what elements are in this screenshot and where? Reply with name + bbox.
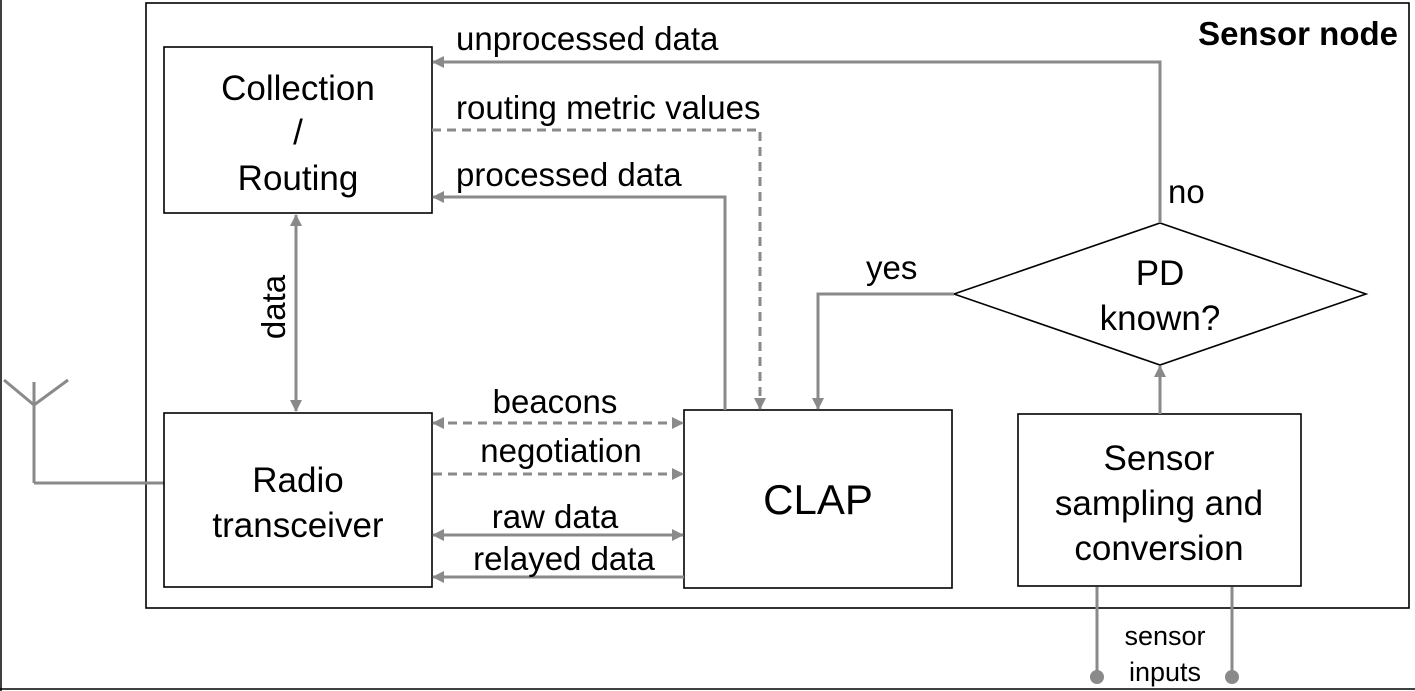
data-label: data	[255, 274, 292, 339]
unprocessed-data-label: unprocessed data	[456, 20, 719, 57]
negotiation-label: negotiation	[480, 432, 641, 469]
yes-arrow	[812, 292, 954, 410]
relayed-data-label: relayed data	[473, 540, 655, 577]
routing-metric-values-arrow	[432, 128, 766, 410]
container-title: Sensor node	[1198, 15, 1398, 52]
processed-data-label: processed data	[456, 156, 682, 193]
sensor-sampling-line-1: Sensor	[1104, 439, 1215, 478]
radio-transceiver-box: Radio transceiver	[163, 412, 433, 588]
radio-transceiver-line-2: transceiver	[212, 506, 384, 545]
radio-transceiver-line-1: Radio	[252, 461, 343, 500]
yes-label: yes	[866, 249, 917, 286]
pd-known-decision: PD known?	[951, 222, 1369, 366]
sensor-sampling-line-3: conversion	[1074, 529, 1243, 568]
sensor-inputs-line-1: sensor	[1124, 621, 1205, 651]
sensor-sampling-line-2: sampling and	[1055, 484, 1263, 523]
collection-routing-line-2: /	[293, 113, 303, 152]
routing-metric-values-label: routing metric values	[456, 89, 760, 126]
sensor-inputs-line-2: inputs	[1129, 657, 1201, 687]
raw-data-label: raw data	[492, 498, 619, 535]
collection-routing-line-3: Routing	[238, 159, 359, 198]
processed-data-arrow	[432, 191, 727, 410]
pd-known-line-1: PD	[1136, 254, 1185, 293]
antenna-icon	[3, 378, 164, 485]
clap-label: CLAP	[763, 476, 873, 523]
sensor-input-terminal	[1225, 670, 1239, 684]
sensor-sampling-box: Sensor sampling and conversion	[1017, 413, 1302, 587]
collection-routing-box: Collection / Routing	[163, 46, 433, 214]
no-label: no	[1168, 173, 1205, 210]
pd-known-line-2: known?	[1100, 299, 1221, 338]
sensor-inputs: sensor inputs	[1090, 587, 1239, 687]
collection-routing-line-1: Collection	[221, 69, 375, 108]
beacons-label: beacons	[493, 383, 618, 420]
unprocessed-data-arrow	[432, 56, 1162, 223]
sensor-input-terminal	[1090, 670, 1104, 684]
clap-box: CLAP	[683, 409, 953, 589]
